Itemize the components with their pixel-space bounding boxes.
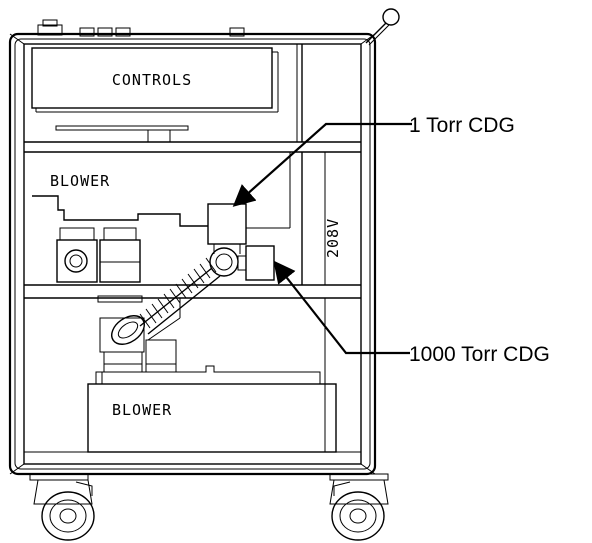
handle-knob (365, 8, 400, 46)
shelf-hose-run (97, 295, 181, 341)
upper-valve-right (99, 227, 141, 283)
callout-1000-torr-cdg: 1000 Torr CDG (409, 343, 550, 366)
shelf-middle (24, 284, 361, 299)
caster-right (329, 473, 389, 541)
voltage-label: 208V (324, 218, 342, 258)
blower-lower-body (87, 365, 337, 453)
controls-panel (31, 47, 279, 113)
blower-upper-body (32, 152, 291, 229)
upper-valve-left (56, 227, 98, 283)
cdg-1000-torr-body (245, 245, 275, 281)
blower-lower-label: BLOWER (112, 401, 172, 419)
caster-left (29, 473, 95, 541)
lower-elbow-fitting (99, 315, 145, 353)
right-partition (296, 44, 326, 452)
lower-valves (103, 339, 177, 373)
shelf-top (24, 141, 361, 153)
cabinet-frame (8, 32, 377, 476)
cdg-1-torr-body (207, 203, 247, 254)
flex-hose (139, 257, 221, 335)
controls-rail (55, 125, 189, 143)
controls-label: CONTROLS (112, 71, 192, 89)
callout-1-torr-cdg: 1 Torr CDG (409, 114, 515, 137)
leader-1-torr (232, 122, 412, 207)
leader-1000-torr (273, 260, 410, 355)
blower-upper-label: BLOWER (50, 172, 110, 190)
